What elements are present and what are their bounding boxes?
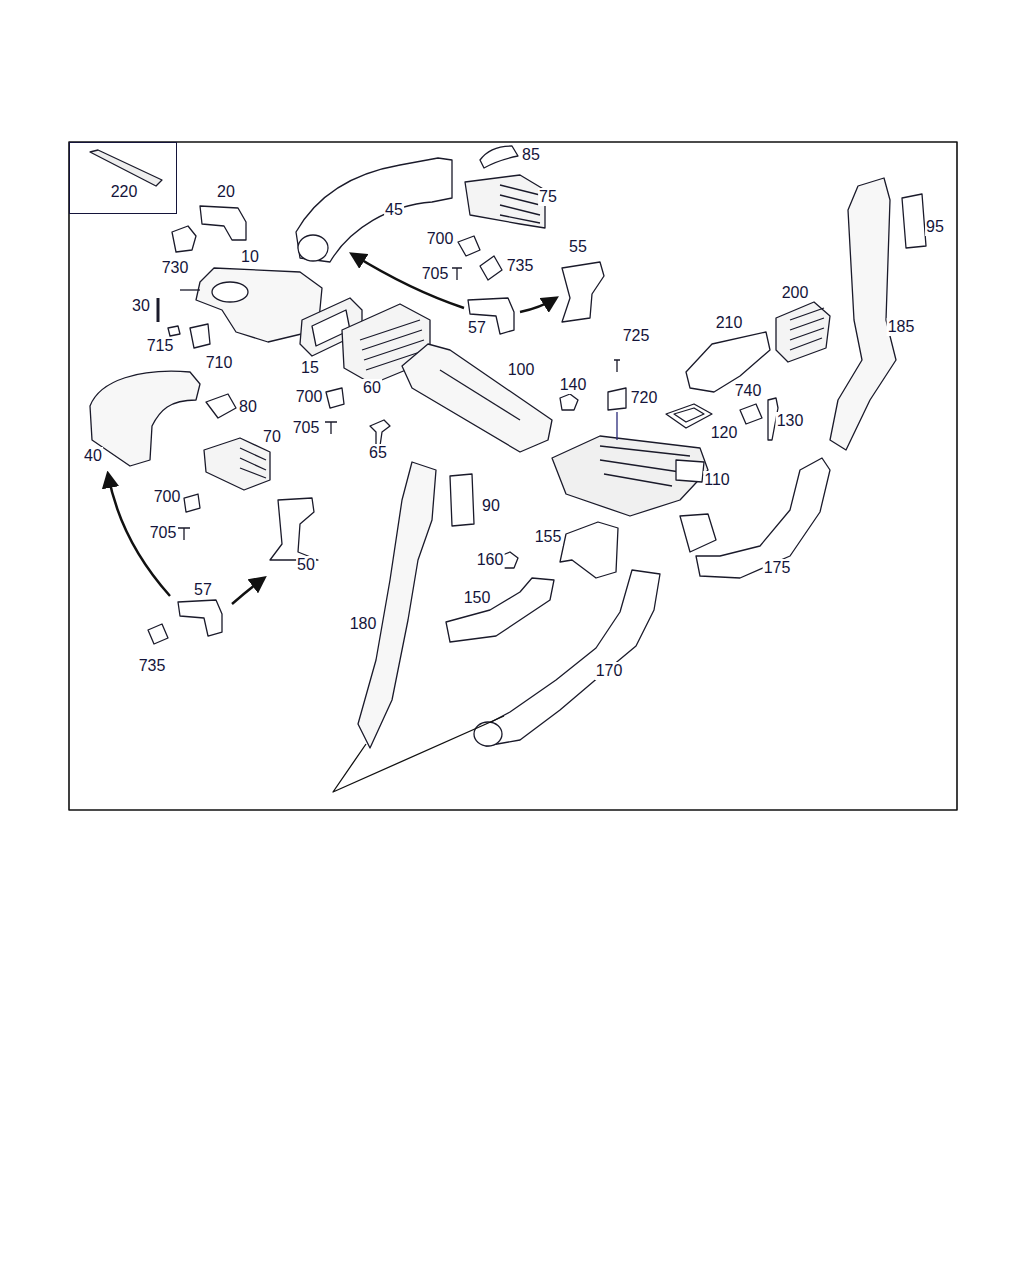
part xyxy=(200,206,246,240)
callout-number: 720 xyxy=(630,389,659,407)
callout-number: 30 xyxy=(131,297,151,315)
callout-number: 220 xyxy=(110,183,139,201)
callout-number: 90 xyxy=(481,497,501,515)
part xyxy=(172,226,196,252)
part xyxy=(204,438,270,490)
callout-number: 15 xyxy=(300,359,320,377)
callout-number: 10 xyxy=(240,248,260,266)
callout-number: 100 xyxy=(507,361,536,379)
part xyxy=(178,600,222,636)
part xyxy=(552,436,708,516)
callout-number: 730 xyxy=(161,259,190,277)
callout-number: 185 xyxy=(887,318,916,336)
callout-number: 160 xyxy=(476,551,505,569)
callout-number: 120 xyxy=(710,424,739,442)
callout-number: 70 xyxy=(262,428,282,446)
callout-number: 735 xyxy=(138,657,167,675)
callout-number: 175 xyxy=(763,559,792,577)
callout-number: 57 xyxy=(467,319,487,337)
callout-number: 155 xyxy=(534,528,563,546)
part xyxy=(562,262,604,322)
callout-number: 50 xyxy=(296,556,316,574)
callout-number: 210 xyxy=(715,314,744,332)
part xyxy=(696,458,830,578)
part xyxy=(476,570,660,746)
callout-number: 95 xyxy=(925,218,945,236)
callout-number: 725 xyxy=(622,327,651,345)
callout-number: 110 xyxy=(703,471,731,489)
callout-number: 735 xyxy=(506,257,535,275)
callout-number: 700 xyxy=(295,388,324,406)
part xyxy=(465,175,545,228)
callout-number: 200 xyxy=(781,284,810,302)
callout-number: 740 xyxy=(734,382,763,400)
callout-number: 75 xyxy=(538,188,558,206)
part xyxy=(358,462,436,748)
callout-number: 140 xyxy=(559,376,588,394)
part xyxy=(560,522,618,578)
callout-number: 150 xyxy=(463,589,492,607)
callout-number: 700 xyxy=(153,488,182,506)
part xyxy=(830,178,896,450)
part xyxy=(776,302,830,362)
callout-number: 55 xyxy=(568,238,588,256)
callout-number: 715 xyxy=(146,337,175,355)
callout-number: 700 xyxy=(426,230,455,248)
strip-part xyxy=(90,150,162,186)
callout-number: 60 xyxy=(362,379,382,397)
callout-number: 65 xyxy=(368,444,388,462)
callout-number: 710 xyxy=(205,354,234,372)
part xyxy=(270,498,318,560)
callout-number: 705 xyxy=(421,265,450,283)
callout-number: 130 xyxy=(776,412,805,430)
part xyxy=(402,344,552,452)
inset-box: 220 xyxy=(69,142,177,214)
callout-number: 45 xyxy=(384,201,404,219)
callout-number: 705 xyxy=(292,419,321,437)
callout-number: 57 xyxy=(193,581,213,599)
callout-number: 170 xyxy=(595,662,624,680)
callout-number: 20 xyxy=(216,183,236,201)
callout-number: 705 xyxy=(149,524,178,542)
callout-number: 180 xyxy=(349,615,378,633)
callout-number: 80 xyxy=(238,398,258,416)
part xyxy=(480,146,518,168)
callout-number: 40 xyxy=(83,447,103,465)
callout-number: 85 xyxy=(521,146,541,164)
frame xyxy=(69,142,957,810)
part xyxy=(90,371,200,466)
part xyxy=(446,578,554,642)
